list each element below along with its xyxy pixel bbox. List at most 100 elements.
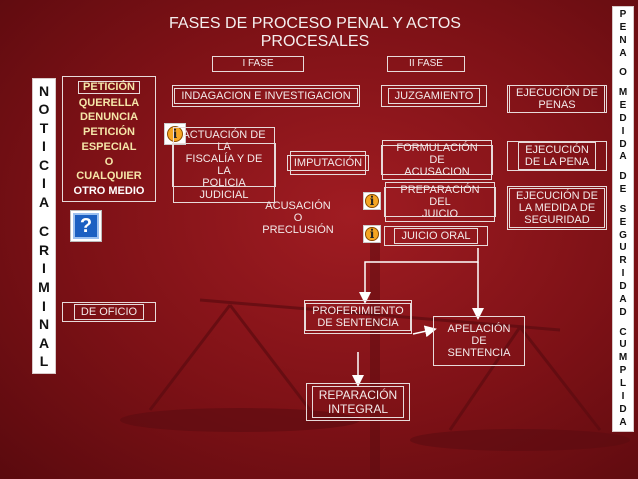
source-item: QUERELLA	[78, 96, 140, 109]
noticia-criminal-column: N O T I C I A C R I M I N A L	[32, 78, 56, 374]
right-column-letter: S	[619, 203, 627, 215]
juicio-oral-box: JUICIO ORAL	[384, 226, 488, 246]
right-column-letter: E	[619, 216, 627, 228]
right-column-letter: P	[619, 365, 627, 377]
de-oficio-text: DE OFICIO	[73, 304, 145, 320]
left-column-letter: C	[38, 223, 50, 240]
source-item: DENUNCIA	[79, 111, 139, 124]
proferimiento-box: PROFERIMIENTO DE SENTENCIA	[304, 300, 412, 334]
right-column-letter: A	[619, 47, 627, 59]
apelacion-text: APELACIÓN DE SENTENCIA	[447, 323, 511, 359]
info-glyph: i	[166, 125, 184, 143]
ejecucion-pena-text: EJECUCIÓN DE LA PENA	[517, 142, 597, 170]
ejecucion-pena-box: EJECUCIÓN DE LA PENA	[507, 141, 607, 171]
info-icon[interactable]: i	[363, 192, 381, 210]
ejecucion-penas-text: EJECUCIÓN DE PENAS	[509, 85, 605, 113]
indagacion-box: INDAGACION E INVESTIGACION	[172, 85, 360, 107]
acusacion-text: ACUSACIÓN O PRECLUSIÓN	[262, 200, 334, 236]
left-column-letter: O	[38, 101, 50, 118]
arrow-to-proferimiento	[359, 248, 479, 304]
source-item: O	[104, 155, 114, 168]
juzgamiento-box: JUZGAMIENTO	[381, 85, 487, 107]
source-item: ESPECIAL	[81, 140, 137, 153]
left-column-letter: I	[42, 138, 46, 155]
reparacion-box: REPARACIÓN INTEGRAL	[306, 383, 410, 421]
pena-medida-column: P E N A O M E D I D A D E S E G U R I D …	[612, 6, 634, 432]
right-column-letter: M	[618, 87, 628, 98]
left-column-letter: N	[38, 316, 50, 333]
left-column-letter: M	[38, 278, 50, 295]
right-column-letter: N	[619, 34, 627, 46]
left-column-letter: I	[42, 260, 46, 277]
right-column-letter: O	[619, 67, 627, 79]
left-column-letter: T	[39, 119, 49, 136]
right-column-letter: D	[619, 138, 627, 150]
help-icon[interactable]: ?	[70, 210, 102, 242]
right-column-letter: I	[621, 268, 625, 280]
right-column-letter: E	[619, 99, 627, 111]
left-column-letter: R	[38, 241, 50, 258]
right-column-letter: E	[619, 21, 627, 33]
right-column-letter: G	[619, 229, 627, 241]
right-column-letter: C	[619, 326, 627, 338]
right-column-letter: E	[619, 184, 627, 195]
preparacion-box: PREPARACIÓN DEL JUICIO	[384, 182, 496, 222]
left-column-letter: I	[42, 175, 46, 192]
preparacion-text: PREPARACIÓN DEL JUICIO	[385, 182, 495, 222]
phase-2-label: II FASE	[387, 56, 465, 72]
left-column-letter: C	[38, 156, 50, 173]
origin-sources-panel: PETICIÓN QUERELLA DENUNCIA PETICIÓN ESPE…	[62, 76, 156, 202]
ejecucion-medida-box: EJECUCIÓN DE LA MEDIDA DE SEGURIDAD	[507, 186, 607, 230]
source-item: PETICIÓN	[83, 126, 135, 139]
help-glyph: ?	[72, 212, 100, 240]
info-icon[interactable]: i	[164, 123, 186, 145]
right-column-letter: D	[619, 306, 627, 318]
phase-1-label: I FASE	[212, 56, 304, 72]
left-column-letter: N	[38, 82, 50, 99]
apelacion-box: APELACIÓN DE SENTENCIA	[433, 316, 525, 366]
right-column-letter: P	[619, 8, 627, 20]
proferimiento-text: PROFERIMIENTO DE SENTENCIA	[305, 303, 411, 331]
right-column-letter: D	[619, 403, 627, 415]
slide-title: FASES DE PROCESO PENAL Y ACTOS PROCESALE…	[169, 15, 461, 50]
ejecucion-medida-text: EJECUCIÓN DE LA MEDIDA DE SEGURIDAD	[509, 188, 605, 228]
right-column-letter: A	[619, 151, 627, 163]
source-item: PETICIÓN	[78, 80, 140, 94]
source-item: CUALQUIER	[76, 170, 142, 183]
actuacion-box: ACTUACIÓN DE LA FISCALÍA Y DE LA POLICIA…	[172, 127, 276, 203]
right-column-letter: D	[619, 112, 627, 124]
right-column-letter: L	[619, 378, 627, 389]
right-column-letter: D	[619, 281, 627, 292]
right-column-letter: U	[619, 339, 627, 351]
juicio-oral-text: JUICIO ORAL	[394, 228, 478, 244]
info-icon[interactable]: i	[363, 225, 381, 243]
phase-1-text: I FASE	[242, 58, 274, 69]
source-item: OTRO MEDIO	[73, 185, 145, 198]
left-column-letter: L	[39, 353, 49, 370]
imputacion-box: IMPUTACIÓN	[286, 151, 370, 175]
actuacion-text: ACTUACIÓN DE LA FISCALÍA Y DE LA POLICIA…	[173, 127, 275, 203]
imputacion-text: IMPUTACIÓN	[286, 155, 370, 171]
de-oficio-box: DE OFICIO	[62, 302, 156, 322]
right-column-letter: U	[619, 242, 627, 254]
right-column-letter: R	[619, 255, 627, 267]
info-glyph: i	[365, 227, 379, 241]
info-glyph: i	[365, 194, 379, 208]
right-column-letter: I	[621, 125, 625, 137]
right-column-letter: D	[619, 171, 627, 183]
right-column-letter: M	[618, 352, 628, 364]
arrow-proferimiento-apelacion	[412, 325, 437, 338]
left-column-letter: I	[42, 297, 46, 314]
right-column-letter: A	[619, 416, 627, 428]
ejecucion-penas-box: EJECUCIÓN DE PENAS	[507, 85, 607, 113]
formulacion-box: FORMULACIÓN DE ACUSACION	[381, 140, 493, 180]
right-column-letter: A	[619, 293, 627, 305]
phase-2-text: II FASE	[409, 58, 443, 69]
right-column-letter: I	[621, 390, 625, 402]
indagacion-text: INDAGACION E INVESTIGACION	[174, 88, 358, 104]
formulacion-text: FORMULACIÓN DE ACUSACION	[382, 140, 492, 180]
juzgamiento-text: JUZGAMIENTO	[387, 88, 481, 104]
